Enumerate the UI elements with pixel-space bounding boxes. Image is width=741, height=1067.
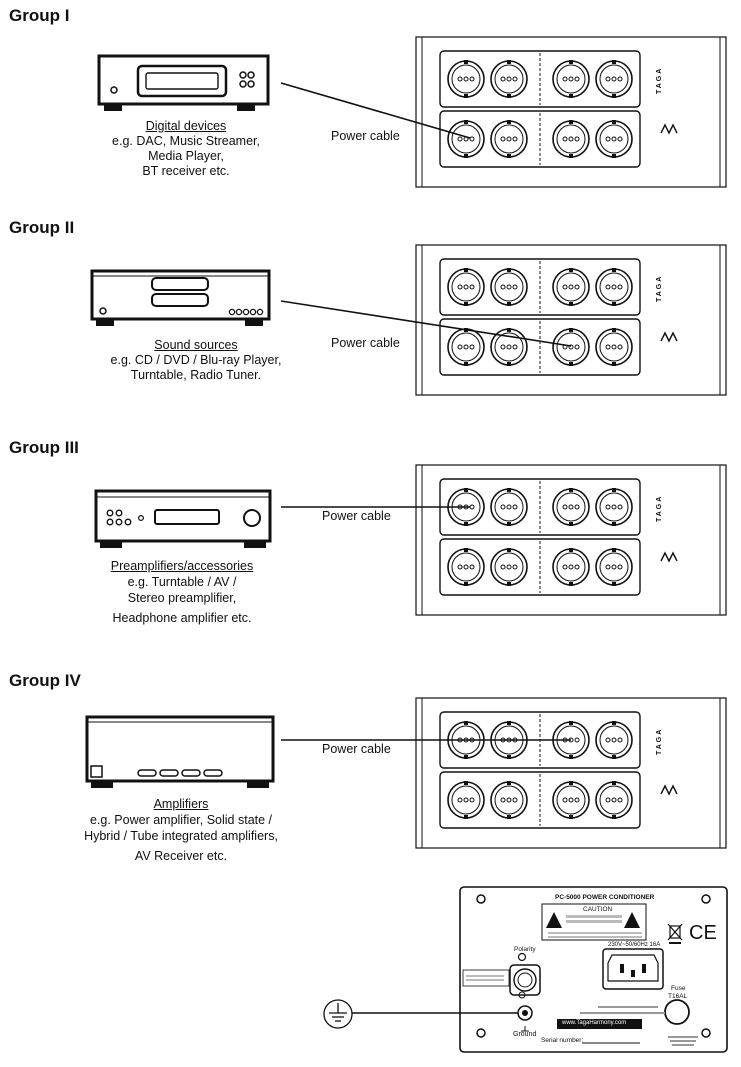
group-2-cable-label: Power cable	[331, 336, 400, 350]
rear-panel	[459, 886, 728, 1053]
power-conditioner-2	[416, 245, 726, 395]
serial-label: Serial number:	[541, 1037, 584, 1044]
group-3-title: Group III	[9, 438, 79, 457]
conditioner-1-brand: TAGA	[656, 66, 663, 94]
conditioner-3-brand: TAGA	[656, 494, 663, 522]
weee-bin-icon	[667, 923, 683, 944]
group-1-caption-line: e.g. DAC, Music Streamer,	[112, 134, 260, 148]
ground-label: Ground	[513, 1031, 537, 1038]
group-4-title: Group IV	[9, 671, 81, 690]
polarity-label: Polarity	[514, 946, 536, 953]
group-2-caption-head: Sound sources	[154, 338, 238, 352]
sound-source-icon	[90, 269, 271, 326]
conditioner-2-brand: TAGA	[656, 274, 663, 302]
group-2-caption-line: e.g. CD / DVD / Blu-ray Player,	[110, 353, 282, 367]
group-3-caption-line: Stereo preamplifier,	[127, 591, 237, 605]
group-3-cable-label: Power cable	[322, 509, 391, 523]
power-conditioner-4	[416, 698, 726, 848]
ground-symbol-icon	[323, 999, 353, 1029]
website-label: www.TagaHarmony.com	[562, 1020, 627, 1026]
amplifier-icon	[85, 715, 275, 788]
group-4-caption: Amplifiers e.g. Power amplifier, Solid s…	[71, 796, 291, 864]
group-3-caption-line: e.g. Turntable / AV /	[127, 575, 237, 589]
caution-label: CAUTION	[583, 906, 613, 913]
ground-label-icon	[521, 1026, 529, 1032]
group-1-caption: Digital devices e.g. DAC, Music Streamer…	[76, 119, 296, 179]
ce-mark: CE	[689, 922, 717, 944]
group-1-power-cable	[280, 82, 471, 139]
group-3-caption-line: Headphone amplifier etc.	[112, 611, 252, 625]
group-4-cable-label: Power cable	[322, 742, 391, 756]
group-4-caption-line: AV Receiver etc.	[134, 849, 228, 863]
fuse-value: T16AL	[668, 993, 688, 1000]
group-3-caption: Preamplifiers/accessories e.g. Turntable…	[72, 558, 292, 626]
group-1-title: Group I	[9, 6, 70, 25]
group-4-caption-line: e.g. Power amplifier, Solid state /	[89, 813, 273, 827]
group-2-caption-line: Turntable, Radio Tuner.	[130, 368, 262, 382]
group-4-caption-line: Hybrid / Tube integrated amplifiers,	[84, 829, 278, 843]
conditioner-4-brand: TAGA	[656, 727, 663, 755]
group-1-caption-head: Digital devices	[145, 119, 227, 133]
preamplifier-icon	[94, 489, 272, 548]
group-2-power-cable	[280, 300, 572, 347]
group-1-caption-line: Media Player,	[148, 149, 224, 163]
power-conditioner-3	[416, 465, 726, 615]
rating-label: 230V~50/60Hz 16A	[608, 942, 661, 948]
group-2-caption: Sound sources e.g. CD / DVD / Blu-ray Pl…	[86, 338, 306, 383]
group-2-title: Group II	[9, 218, 75, 237]
power-conditioner-1	[416, 37, 726, 187]
group-1-cable-label: Power cable	[331, 129, 400, 143]
rear-panel-title: PC-5000 POWER CONDITIONER	[555, 894, 655, 901]
digital-device-icon	[97, 54, 270, 111]
group-4-caption-head: Amplifiers	[153, 797, 209, 811]
group-3-caption-head: Preamplifiers/accessories	[110, 559, 254, 573]
group-1-caption-line: BT receiver etc.	[142, 164, 230, 178]
fuse-label: Fuse	[671, 985, 686, 992]
